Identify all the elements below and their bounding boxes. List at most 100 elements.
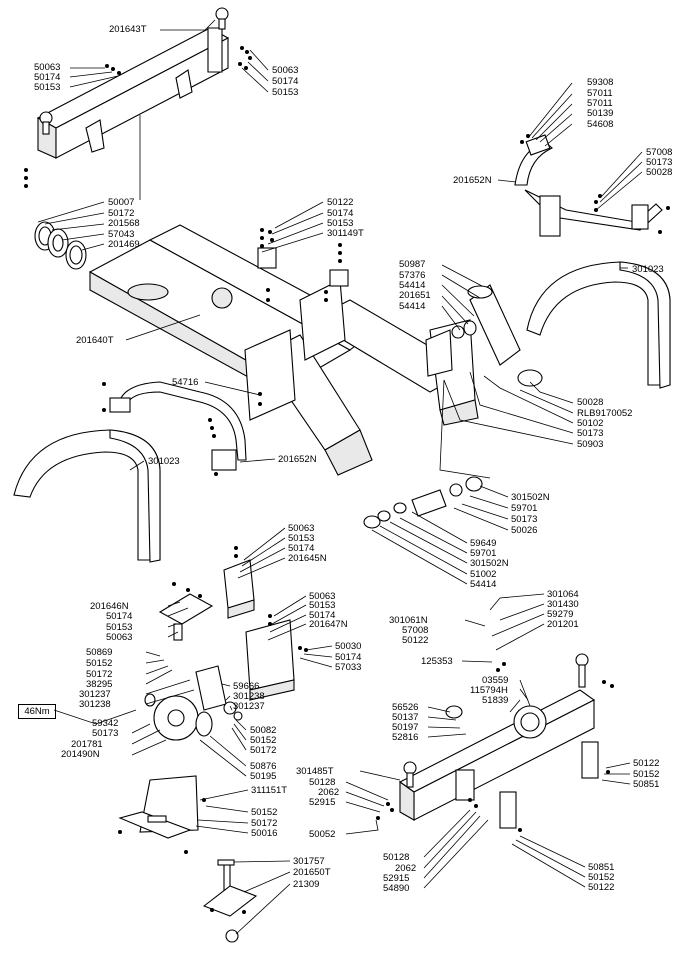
callout-50152: 50152	[251, 807, 278, 818]
callout-201652N: 201652N	[453, 175, 492, 186]
callout-311151T: 311151T	[251, 785, 288, 796]
callout-301237: 301237	[233, 701, 265, 712]
jack-stand-201650T	[202, 859, 258, 943]
callout-50174: 50174	[309, 610, 336, 621]
callout-50174: 50174	[34, 72, 61, 83]
callout-50102: 50102	[577, 418, 604, 429]
callout-50063: 50063	[272, 65, 299, 76]
callout-50851: 50851	[588, 862, 615, 873]
callout-301149T: 301149T	[327, 228, 364, 239]
leader-lines	[37, 19, 643, 935]
callout-50172: 50172	[250, 745, 277, 756]
callout-301061N: 301061N	[389, 615, 428, 626]
callout-57033: 57033	[335, 662, 362, 673]
callout-301485T: 301485T	[296, 766, 334, 777]
callout-50128: 50128	[309, 777, 336, 788]
bracket-201646N	[158, 593, 214, 641]
callout-21309: 21309	[293, 879, 320, 890]
callout-50174: 50174	[106, 611, 133, 622]
rear-axle-301485T	[398, 653, 599, 829]
axle-kit-301502N	[363, 476, 483, 529]
callout-201645N: 201645N	[288, 553, 327, 564]
callout-50174: 50174	[327, 208, 354, 219]
callout-51002: 51002	[470, 569, 497, 580]
callout-201201: 201201	[547, 619, 579, 630]
callout-50139: 50139	[587, 108, 614, 119]
callout-2062: 2062	[395, 863, 417, 874]
callout-54716: 54716	[172, 377, 199, 388]
callout-50063: 50063	[34, 62, 61, 73]
callout-50007: 50007	[108, 197, 135, 208]
callout-201781: 201781	[71, 739, 103, 750]
brake-assembly-201490N	[144, 665, 243, 741]
callout-57008: 57008	[402, 625, 429, 636]
callout-50173: 50173	[511, 514, 538, 525]
callout-50197: 50197	[392, 722, 419, 733]
callout-38295: 38295	[86, 679, 113, 690]
callout-59649: 59649	[470, 538, 497, 549]
callout-115794H: 115794H	[470, 685, 508, 696]
callout-201568: 201568	[108, 218, 140, 229]
callout-50174: 50174	[272, 76, 299, 87]
callout-50173: 50173	[646, 157, 673, 168]
callout-50987: 50987	[399, 259, 426, 270]
callout-50869: 50869	[86, 647, 113, 658]
callout-50122: 50122	[588, 882, 615, 893]
callout-301502N: 301502N	[511, 492, 550, 503]
callout-59308: 59308	[587, 77, 614, 88]
callout-03559: 03559	[482, 675, 509, 686]
callout-50063: 50063	[106, 632, 133, 643]
callout-201650T: 201650T	[293, 867, 331, 878]
callout-59279: 59279	[547, 609, 574, 620]
hitch-201651	[425, 284, 543, 387]
callout-54890: 54890	[383, 883, 410, 894]
callout-301023: 301023	[148, 456, 180, 467]
callout-59342: 59342	[92, 718, 119, 729]
bumper-top-bolts	[520, 134, 670, 234]
callout-50153: 50153	[288, 533, 315, 544]
callout-50052: 50052	[309, 829, 336, 840]
callout-301502N: 301502N	[470, 558, 509, 569]
callout-50153: 50153	[309, 600, 336, 611]
flange-set	[34, 221, 87, 270]
callout-301023: 301023	[632, 264, 664, 275]
callout-50137: 50137	[392, 712, 419, 723]
callout-RLB9170052: RLB9170052	[577, 408, 633, 419]
callout-50195: 50195	[250, 771, 277, 782]
callout-50128: 50128	[383, 852, 410, 863]
callout-57008: 57008	[646, 147, 673, 158]
callout-57043: 57043	[108, 229, 135, 240]
callout-57011: 57011	[587, 88, 613, 99]
callout-301238: 301238	[233, 691, 265, 702]
callout-59701: 59701	[511, 503, 538, 514]
main-frame-201640T	[88, 224, 479, 476]
callout-50122: 50122	[327, 197, 354, 208]
bumper-201652N-lower	[109, 381, 247, 471]
callout-50903: 50903	[577, 439, 604, 450]
callout-201646N: 201646N	[90, 601, 129, 612]
fender-301023-right	[526, 261, 671, 389]
bumper-lower-bolts	[102, 382, 218, 476]
callout-50172: 50172	[108, 208, 135, 219]
callout-54414: 54414	[399, 280, 426, 291]
callout-51839: 51839	[482, 695, 509, 706]
roll-bar-201643T	[36, 7, 230, 159]
callout-50876: 50876	[250, 761, 277, 772]
callout-201643T: 201643T	[109, 24, 147, 35]
callout-201490N: 201490N	[61, 749, 100, 760]
callout-301757: 301757	[293, 856, 325, 867]
callout-50063: 50063	[309, 591, 336, 602]
callout-201640T: 201640T	[76, 335, 114, 346]
callout-50063: 50063	[288, 523, 315, 534]
callout-56526: 56526	[392, 702, 419, 713]
callout-125353: 125353	[421, 656, 453, 667]
callout-57011: 57011	[587, 98, 613, 109]
callout-301064: 301064	[547, 589, 579, 600]
callout-50152: 50152	[633, 769, 660, 780]
callout-50122: 50122	[402, 635, 429, 646]
callout-50153: 50153	[272, 87, 299, 98]
callout-52915: 52915	[383, 873, 410, 884]
callout-201469: 201469	[108, 239, 140, 250]
callout-50172: 50172	[251, 818, 278, 829]
